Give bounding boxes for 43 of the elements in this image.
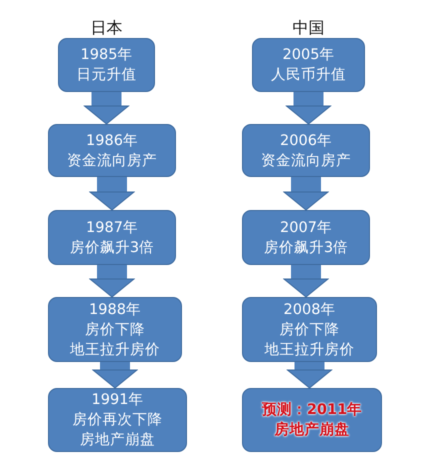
process-box (242, 124, 370, 177)
arrow (284, 177, 328, 210)
year-text: 2006年 (280, 132, 332, 150)
arrow (287, 362, 332, 388)
process-box (48, 297, 182, 362)
event-text: 房价再次下降 (72, 410, 162, 430)
year-text: 2007年 (280, 218, 332, 238)
event-text: 房价飙升3倍 (264, 238, 348, 258)
event-text: 房价下降 (85, 320, 145, 340)
event-text: 地王拉升房价 (264, 340, 354, 360)
year-text: 1988年 (89, 300, 141, 320)
event-text: 资金流向房产 (261, 152, 351, 170)
column-heading: 日本 (90, 19, 124, 37)
event-text: 日元升值 (76, 66, 136, 85)
arrow (286, 92, 331, 124)
year-text: 2005年 (282, 46, 334, 65)
event-text: 房价下降 (280, 320, 340, 340)
event-text: 房地产崩盘 (80, 430, 155, 450)
event-text: 地王拉升房价 (70, 340, 160, 360)
process-box (58, 38, 155, 92)
process-box (48, 388, 187, 452)
year-text: 1985年 (80, 46, 132, 65)
process-box (48, 210, 176, 265)
arrow (90, 265, 134, 298)
process-box (242, 210, 370, 265)
arrow (90, 177, 134, 210)
year-text: 1991年 (92, 391, 144, 410)
process-box (252, 38, 365, 92)
event-text: 人民币升值 (271, 66, 346, 85)
column-heading: 中国 (292, 19, 326, 37)
process-box (242, 297, 377, 362)
arrow (284, 265, 328, 298)
event-text: 房地产崩盘 (274, 420, 350, 440)
year-text: 1986年 (86, 132, 138, 150)
year-text: 1987年 (86, 218, 138, 238)
event-text: 资金流向房产 (67, 152, 157, 170)
year-text: 2008年 (284, 300, 336, 320)
process-box (48, 124, 176, 177)
arrow (92, 362, 138, 388)
process-box (242, 388, 382, 452)
arrow (84, 92, 129, 124)
year-text: 预测：2011年 (262, 401, 362, 420)
event-text: 房价飙升3倍 (70, 238, 154, 258)
